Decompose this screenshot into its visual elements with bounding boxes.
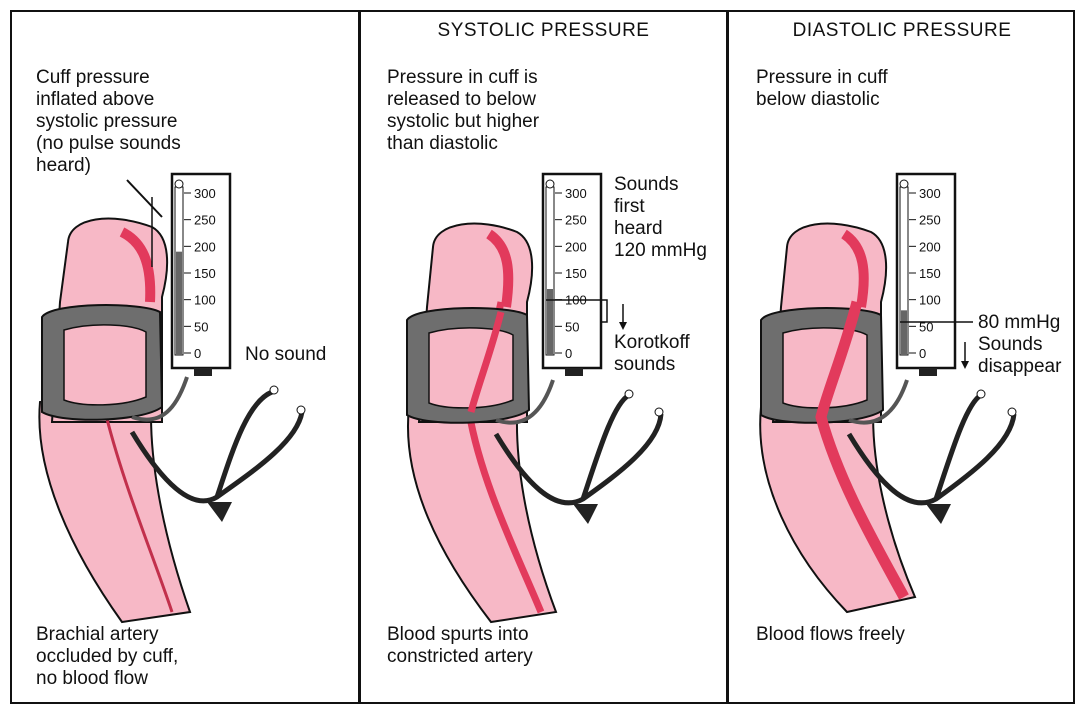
mercury-gauge: 300 250 200 150 100 50 0	[172, 174, 230, 376]
panel-caption: Blood flows freely	[756, 624, 905, 646]
gauge-tick-label: 200	[194, 239, 216, 254]
panel-note: Pressure in cuff below diastolic	[756, 67, 888, 111]
panel-caption: Blood spurts into constricted artery	[387, 624, 533, 668]
stethoscope-ear-2	[1008, 408, 1016, 416]
panel-heading: DIASTOLIC PRESSURE	[729, 20, 1075, 42]
gauge-tick-label: 150	[565, 266, 587, 281]
panel-inflated: 300 250 200 150 100 50 0 Cuff pressure inflate…	[12, 12, 358, 702]
disappear-arrow-head	[961, 361, 969, 369]
stethoscope-chestpiece	[926, 504, 951, 524]
gauge-tick-label: 50	[565, 319, 579, 334]
gauge-tick-label: 250	[919, 213, 941, 228]
gauge-tick-label: 300	[565, 186, 587, 201]
stethoscope-ear-2	[655, 408, 663, 416]
gauge-tick-label: 300	[919, 186, 941, 201]
gauge-tick-label: 100	[194, 293, 216, 308]
sounds-first-heard-label: Sounds first heard 120 mmHg	[614, 174, 707, 262]
mercury-column	[547, 289, 553, 355]
mercury-column	[176, 252, 182, 355]
korotkoff-arrow-head	[619, 322, 627, 330]
panel-note: Pressure in cuff is released to below sy…	[387, 67, 539, 155]
gauge-tick-label: 100	[919, 293, 941, 308]
stethoscope-ear-1	[977, 390, 985, 398]
stethoscope-ear-2	[297, 406, 305, 414]
gauge-tick-label: 150	[194, 266, 216, 281]
stethoscope-ear-1	[270, 386, 278, 394]
gauge-tick-label: 300	[194, 186, 216, 201]
stethoscope-chestpiece	[207, 502, 232, 522]
mercury-column	[901, 310, 907, 355]
gauge-tick-label: 0	[919, 346, 926, 361]
panel-heading: SYSTOLIC PRESSURE	[361, 20, 726, 42]
gauge-tick-label: 50	[194, 319, 208, 334]
panel-caption: Brachial artery occluded by cuff, no blo…	[36, 624, 178, 690]
diastolic-reading-label: 80 mmHg Sounds disappear	[978, 312, 1061, 378]
gauge-tick-label: 0	[194, 346, 201, 361]
stethoscope-ear-1	[625, 390, 633, 398]
panel-note: Cuff pressure inflated above systolic pr…	[36, 67, 181, 177]
gauge-tick-label: 250	[565, 213, 587, 228]
gauge-tick-label: 250	[194, 213, 216, 228]
gauge-tick-label: 150	[919, 266, 941, 281]
note-pointer	[127, 180, 162, 217]
stethoscope-chestpiece	[573, 504, 598, 524]
korotkoff-sounds-label: Korotkoff sounds	[614, 332, 690, 376]
gauge-tick-label: 200	[919, 239, 941, 254]
gauge-tick-label: 200	[565, 239, 587, 254]
no-sound-label: No sound	[245, 344, 326, 366]
gauge-tick-label: 0	[565, 346, 572, 361]
forearm	[39, 392, 190, 622]
